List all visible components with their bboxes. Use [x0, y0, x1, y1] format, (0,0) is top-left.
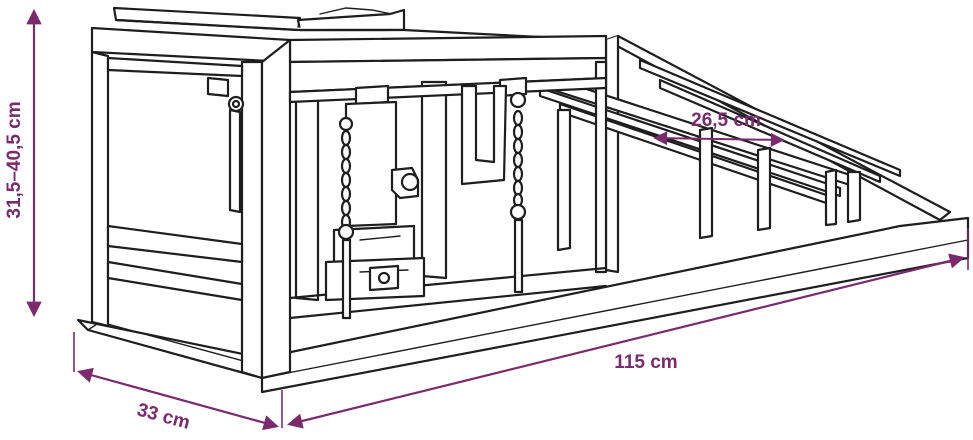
bottle-jack [324, 84, 426, 302]
height-label: 31,5–40,5 cm [4, 101, 25, 218]
chain-right [509, 91, 527, 294]
hanging-bracket [460, 84, 508, 186]
ramp-drawing [76, 6, 970, 394]
width-dimension-line [77, 367, 279, 431]
wheel-width-label: 26,5 cm [691, 110, 761, 131]
wheel-width-dimension-line [653, 131, 785, 147]
width-label: 33 cm [135, 400, 192, 434]
length-label: 115 cm [614, 352, 677, 373]
length-dimension-line [287, 253, 965, 429]
top-tray [90, 6, 608, 94]
dimension-lines [26, 8, 969, 431]
left-frame [90, 38, 292, 380]
